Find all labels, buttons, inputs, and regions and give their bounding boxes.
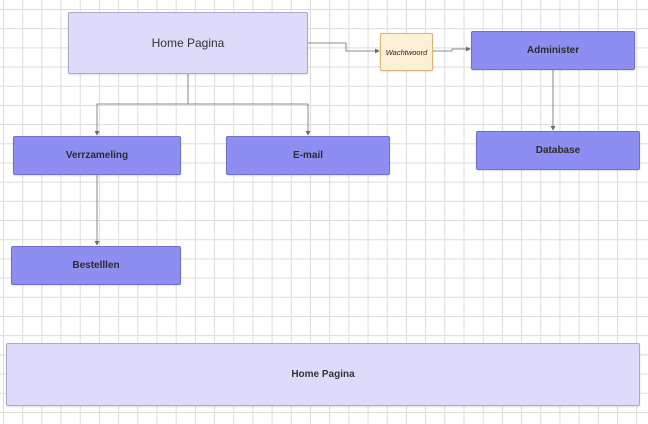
node-bestellen[interactable]: Bestelllen <box>11 246 181 285</box>
edge-home-to-email <box>188 103 311 136</box>
node-email[interactable]: E-mail <box>226 136 390 175</box>
node-label: Administer <box>526 45 580 56</box>
node-database[interactable]: Database <box>476 131 640 170</box>
edge-home-to-wachtwoord <box>308 42 380 54</box>
node-verzameling[interactable]: Verrzameling <box>13 136 181 175</box>
node-home-pagina-bottom[interactable]: Home Pagina <box>6 343 640 406</box>
node-label: Home Pagina <box>291 369 355 380</box>
node-label: E-mail <box>292 150 323 161</box>
node-label: Database <box>535 145 581 156</box>
node-label: Verrzameling <box>65 150 129 161</box>
edge-wachtwoord-to-administer <box>433 46 471 52</box>
node-label: Bestelllen <box>72 260 120 271</box>
node-home-pagina-top[interactable]: Home Pagina <box>68 12 308 74</box>
node-label: Home Pagina <box>151 36 225 50</box>
node-wachtwoord[interactable]: Wachtwoord <box>380 33 433 71</box>
edge-home-to-verzameling <box>94 74 189 136</box>
node-administer[interactable]: Administer <box>471 31 635 70</box>
node-label: Wachtwoord <box>385 47 428 57</box>
